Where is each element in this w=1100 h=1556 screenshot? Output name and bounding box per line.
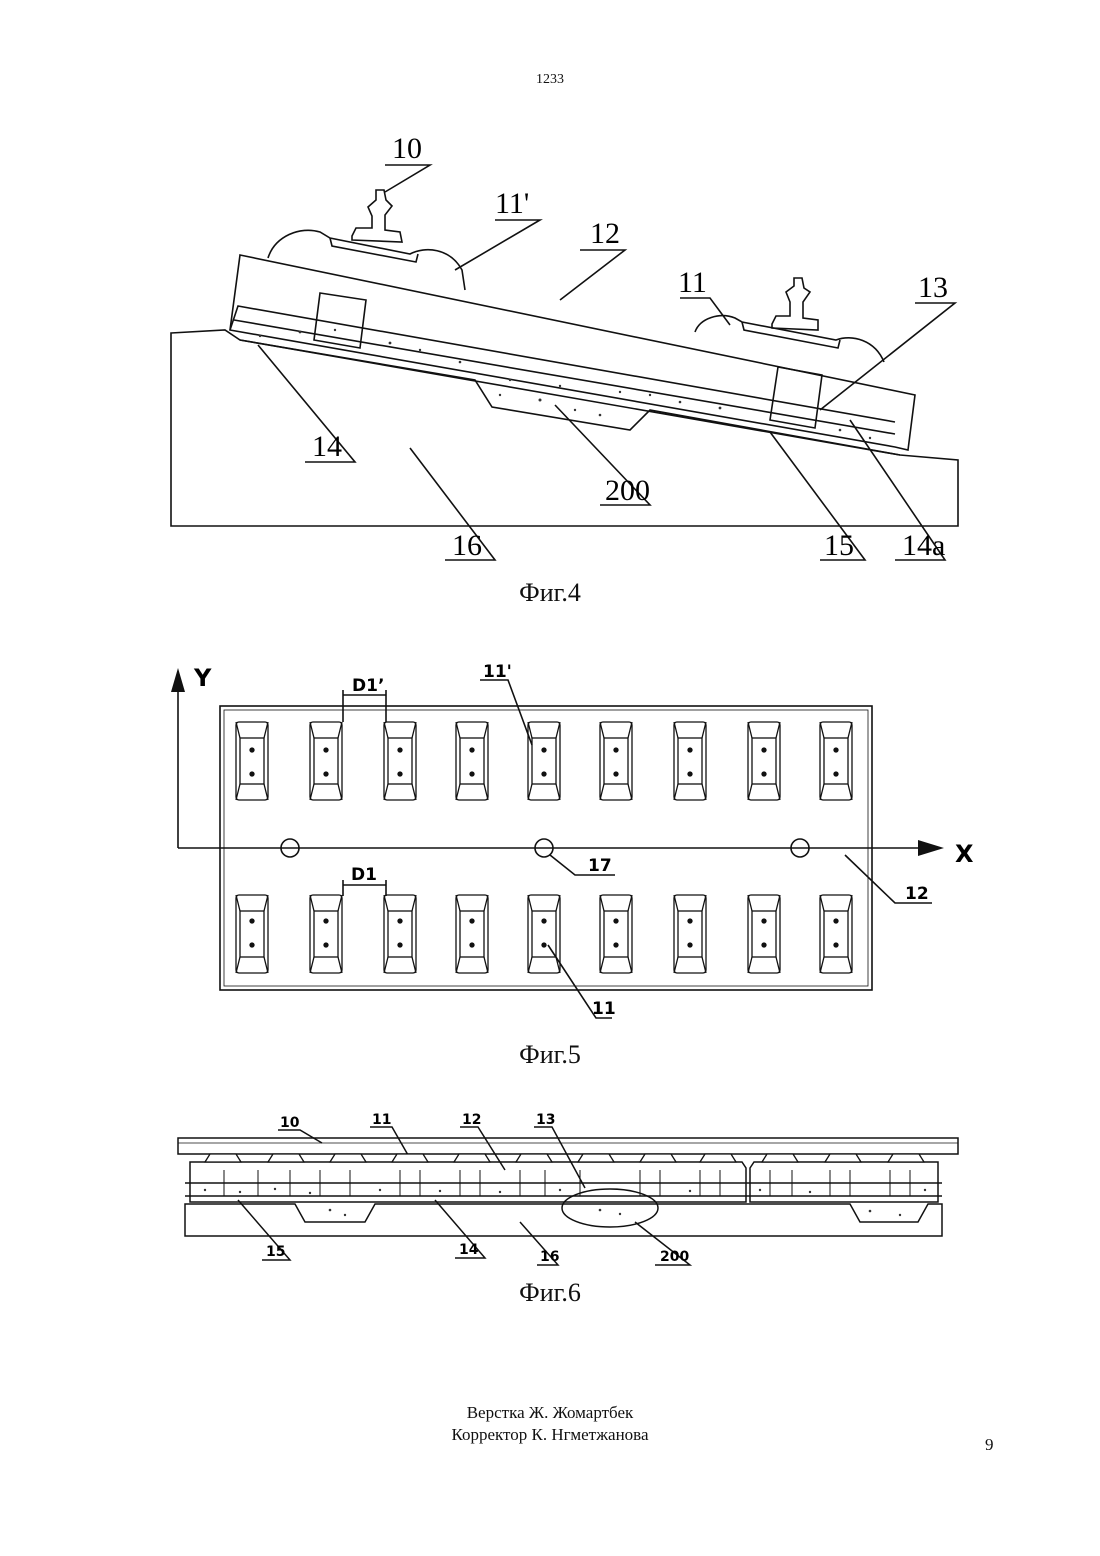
zone-200 [562,1189,658,1227]
corrector-credit: Корректор К. Нгметжанова [0,1424,1100,1446]
label-10: 10 [280,1115,300,1131]
fastener-bump [454,1154,490,1162]
label-16: 16 [540,1249,559,1265]
fastener-bump [640,1154,676,1162]
figure-6-drawing: 10 11 12 13 15 14 16 200 [0,0,1100,1290]
fastener-bump [268,1154,304,1162]
fastener-bump [516,1154,552,1162]
fastener-bump [825,1154,861,1162]
label-12: 12 [462,1112,481,1128]
label-14: 14 [459,1242,479,1258]
fastener-bump [330,1154,366,1162]
fastener-bump [205,1154,241,1162]
page-number: 9 [985,1435,994,1455]
label-15: 15 [266,1244,285,1260]
fastener-bump [392,1154,428,1162]
label-13: 13 [536,1112,555,1128]
rail-10 [178,1138,958,1154]
label-200: 200 [660,1249,689,1265]
fastener-bump [762,1154,798,1162]
layout-credit: Верстка Ж. Жомартбек [0,1402,1100,1424]
fastener-bump [578,1154,614,1162]
ground-16 [185,1204,942,1236]
figure-6-caption: Фиг.6 [0,1278,1100,1308]
credits: Верстка Ж. Жомартбек Корректор К. Нгметж… [0,1402,1100,1446]
fastener-bump [700,1154,736,1162]
fastener-bump [888,1154,924,1162]
label-11: 11 [372,1112,391,1128]
